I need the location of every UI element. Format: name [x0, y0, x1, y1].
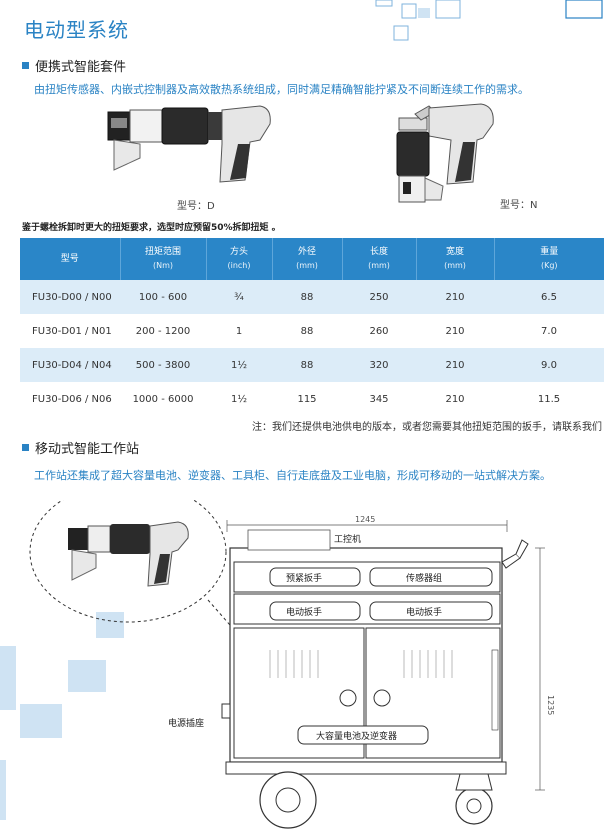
- table-cell: 260: [342, 314, 416, 348]
- table-cell: 320: [342, 348, 416, 382]
- column-header: 方头(inch): [206, 238, 273, 280]
- wrench-model-d-image: [107, 105, 271, 183]
- table-cell: 345: [342, 382, 416, 416]
- column-header: 长度(mm): [342, 238, 417, 280]
- table-cell: 210: [416, 280, 494, 314]
- decorative-block: [96, 612, 124, 638]
- table-cell: 100 - 600: [120, 280, 206, 314]
- page-title: 电动型系统: [24, 18, 129, 42]
- table-cell: 1000 - 6000: [120, 382, 206, 416]
- table-row: FU30-D06 / N06 1000 - 6000 1½ 115 345 21…: [20, 382, 604, 416]
- section-heading-text: 便携式智能套件: [35, 60, 127, 75]
- decorative-squares: [375, 0, 603, 41]
- table-cell: 1½: [206, 382, 272, 416]
- model-n-label: 型号：N: [500, 200, 538, 211]
- section-heading-portable-kit: 便携式智能套件: [22, 56, 126, 75]
- section-description: 工作站还集成了超大容量电池、逆变器、工具柜、自行走底盘及工业电脑，形成可移动的一…: [34, 469, 551, 482]
- selection-note: 鉴于螺栓拆卸时更大的扭矩要求，选型时应预留50%拆卸扭矩 。: [22, 223, 281, 233]
- battery-inverter-label: 大容量电池及逆变器: [316, 730, 397, 742]
- bullet-square-icon: [22, 444, 29, 451]
- decorative-block: [20, 704, 62, 738]
- table-cell: 250: [342, 280, 416, 314]
- section-heading-text: 移动式智能工作站: [35, 442, 140, 457]
- drawer-electric-wrench-label: 电动扳手: [406, 606, 442, 618]
- wrench-in-station-image: [68, 521, 189, 587]
- table-cell: 210: [416, 348, 494, 382]
- table-cell: ¾: [206, 280, 272, 314]
- table-header-row: 型号 扭矩范围(Nm) 方头(inch) 外径(mm) 长度(mm) 宽度(mm…: [20, 238, 604, 280]
- power-socket-label: 电源插座: [168, 717, 204, 729]
- table-cell: 7.0: [494, 314, 604, 348]
- table-cell: 88: [272, 314, 342, 348]
- drawer-electric-wrench-label: 电动扳手: [286, 606, 322, 618]
- section-description: 由扭矩传感器、内嵌式控制器及高效散热系统组成，同时满足精确智能拧紧及不间断连续工…: [34, 83, 529, 96]
- decorative-block: [68, 660, 106, 692]
- drawer-preset-wrench-label: 预紧扳手: [286, 572, 322, 584]
- spec-table: 型号 扭矩范围(Nm) 方头(inch) 外径(mm) 长度(mm) 宽度(mm…: [20, 238, 604, 416]
- wrench-model-n-image: [396, 103, 494, 203]
- table-cell: 88: [272, 280, 342, 314]
- table-cell: 500 - 3800: [120, 348, 206, 382]
- table-cell: 200 - 1200: [120, 314, 206, 348]
- column-header: 重量(Kg): [494, 238, 604, 280]
- ipc-label: 工控机: [334, 533, 361, 545]
- table-cell: 11.5: [494, 382, 604, 416]
- table-cell: FU30-D01 / N01: [20, 314, 120, 348]
- drawer-sensor-group-label: 传感器组: [406, 572, 442, 584]
- table-cell: 1: [206, 314, 272, 348]
- section-heading-mobile-station: 移动式智能工作站: [22, 438, 139, 457]
- table-row: FU30-D00 / N00 100 - 600 ¾ 88 250 210 6.…: [20, 280, 604, 314]
- table-cell: 1½: [206, 348, 272, 382]
- table-cell: 9.0: [494, 348, 604, 382]
- bullet-square-icon: [22, 62, 29, 69]
- table-cell: FU30-D04 / N04: [20, 348, 120, 382]
- table-cell: FU30-D06 / N06: [20, 382, 120, 416]
- column-header: 型号: [20, 238, 121, 280]
- table-cell: 210: [416, 382, 494, 416]
- table-row: FU30-D01 / N01 200 - 1200 1 88 260 210 7…: [20, 314, 604, 348]
- table-cell: 6.5: [494, 280, 604, 314]
- column-header: 扭矩范围(Nm): [120, 238, 207, 280]
- mobile-workstation-drawing: 1245 1235 工控机 预紧扳手 传感器组 电动扳手 电动扳手 大容量电池及…: [29, 500, 555, 829]
- table-cell: FU30-D00 / N00: [20, 280, 120, 314]
- dimension-height: 1235: [546, 695, 555, 715]
- model-d-label: 型号：D: [177, 201, 215, 212]
- table-cell: 88: [272, 348, 342, 382]
- column-header: 宽度(mm): [416, 238, 495, 280]
- decorative-block: [0, 646, 16, 710]
- table-row: FU30-D04 / N04 500 - 3800 1½ 88 320 210 …: [20, 348, 604, 382]
- decorative-block: [0, 760, 6, 820]
- table-cell: 115: [272, 382, 342, 416]
- table-footnote: 注：我们还提供电池供电的版本，或者您需要其他扭矩范围的扳手，请联系我们: [252, 422, 602, 433]
- table-cell: 210: [416, 314, 494, 348]
- dimension-width: 1245: [355, 515, 375, 524]
- column-header: 外径(mm): [272, 238, 343, 280]
